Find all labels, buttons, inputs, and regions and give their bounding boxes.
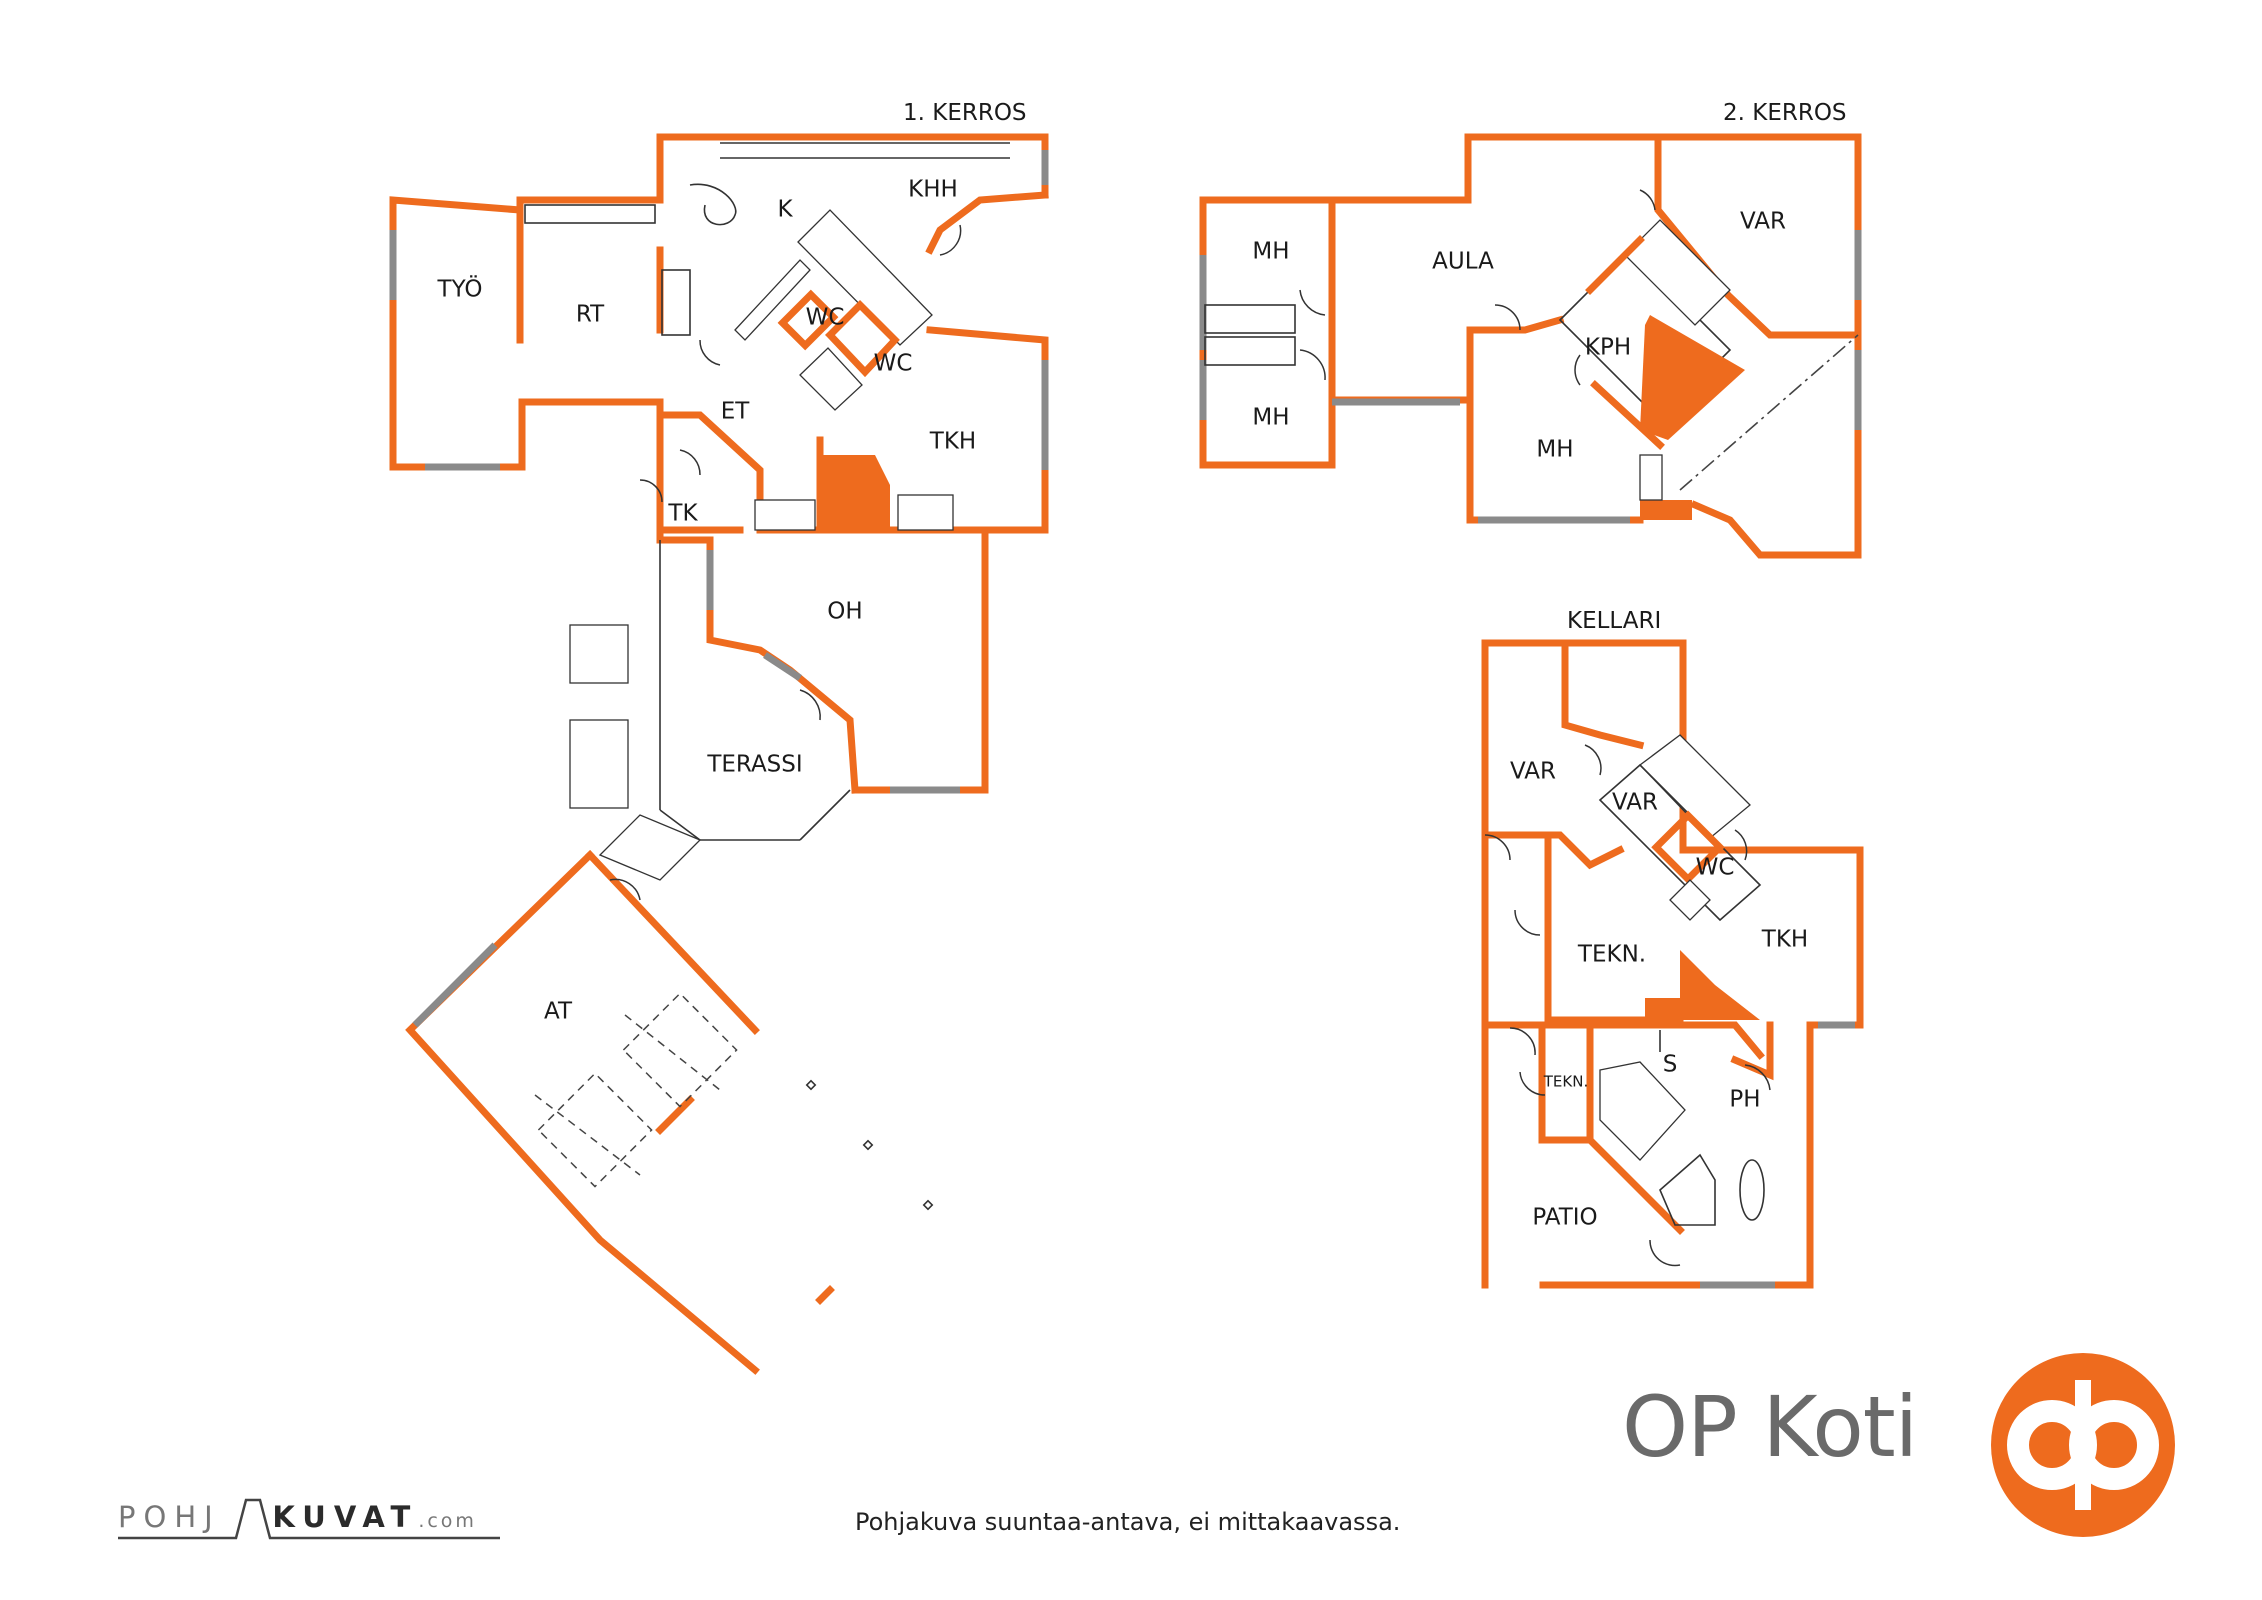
pohjakuvat-logo-mark xyxy=(118,1498,500,1540)
room-rt-label: RT xyxy=(576,302,605,328)
room-mh2-label: MH xyxy=(1252,405,1289,431)
room-s-label: S xyxy=(1663,1052,1678,1078)
room-wc1-label: WC xyxy=(806,305,845,331)
disclaimer-text: Pohjakuva suuntaa-antava, ei mittakaavas… xyxy=(855,1508,1401,1536)
room-khh-label: KHH xyxy=(908,177,958,203)
first-floor-title: 1. KERROS xyxy=(903,100,1027,126)
room-tk-label: TK xyxy=(667,501,698,527)
pohjakuvat-logo: POHJ KUVAT.com xyxy=(118,1500,477,1534)
room-ph-label: PH xyxy=(1729,1087,1760,1113)
room-tyo-label: TYÖ xyxy=(437,275,483,303)
room-mh3-label: MH xyxy=(1536,437,1573,463)
basement-title: KELLARI xyxy=(1567,608,1661,634)
logo-text-part3: .com xyxy=(418,1510,477,1532)
room-tekn2-label: TEKN. xyxy=(1543,1073,1588,1091)
room-var1-label: VAR xyxy=(1510,759,1556,785)
second-floor-title: 2. KERROS xyxy=(1723,100,1847,126)
second-floor-plan: 2. KERROS MH MH AULA VAR xyxy=(1199,100,1862,559)
room-k-label: K xyxy=(777,197,793,223)
op-logo xyxy=(1991,1353,2175,1537)
room-at-label: AT xyxy=(544,999,573,1025)
room-kph-label: KPH xyxy=(1585,335,1631,361)
room-var-label: VAR xyxy=(1740,209,1786,235)
first-floor-plan: 1. KERROS xyxy=(389,100,1049,1375)
room-terassi-label: TERASSI xyxy=(706,752,802,778)
room-tkh-label: TKH xyxy=(1761,927,1808,953)
room-var2-label: VAR xyxy=(1612,790,1658,816)
room-mh1-label: MH xyxy=(1252,239,1289,265)
room-aula-label: AULA xyxy=(1432,249,1494,275)
room-et-label: ET xyxy=(721,399,751,425)
room-wc-label: WC xyxy=(1696,855,1735,881)
room-tekn1-label: TEKN. xyxy=(1577,942,1646,968)
room-wc2-label: WC xyxy=(874,351,913,377)
room-tkh-label: TKH xyxy=(929,429,976,455)
room-oh-label: OH xyxy=(827,599,862,625)
room-patio-label: PATIO xyxy=(1532,1205,1597,1231)
basement-plan: KELLARI VAR VAR xyxy=(1481,608,1864,1289)
logo-text-part1: POHJ xyxy=(118,1500,221,1534)
company-name: OP Koti xyxy=(1622,1378,1918,1476)
logo-text-part2: KUVAT xyxy=(272,1500,419,1534)
